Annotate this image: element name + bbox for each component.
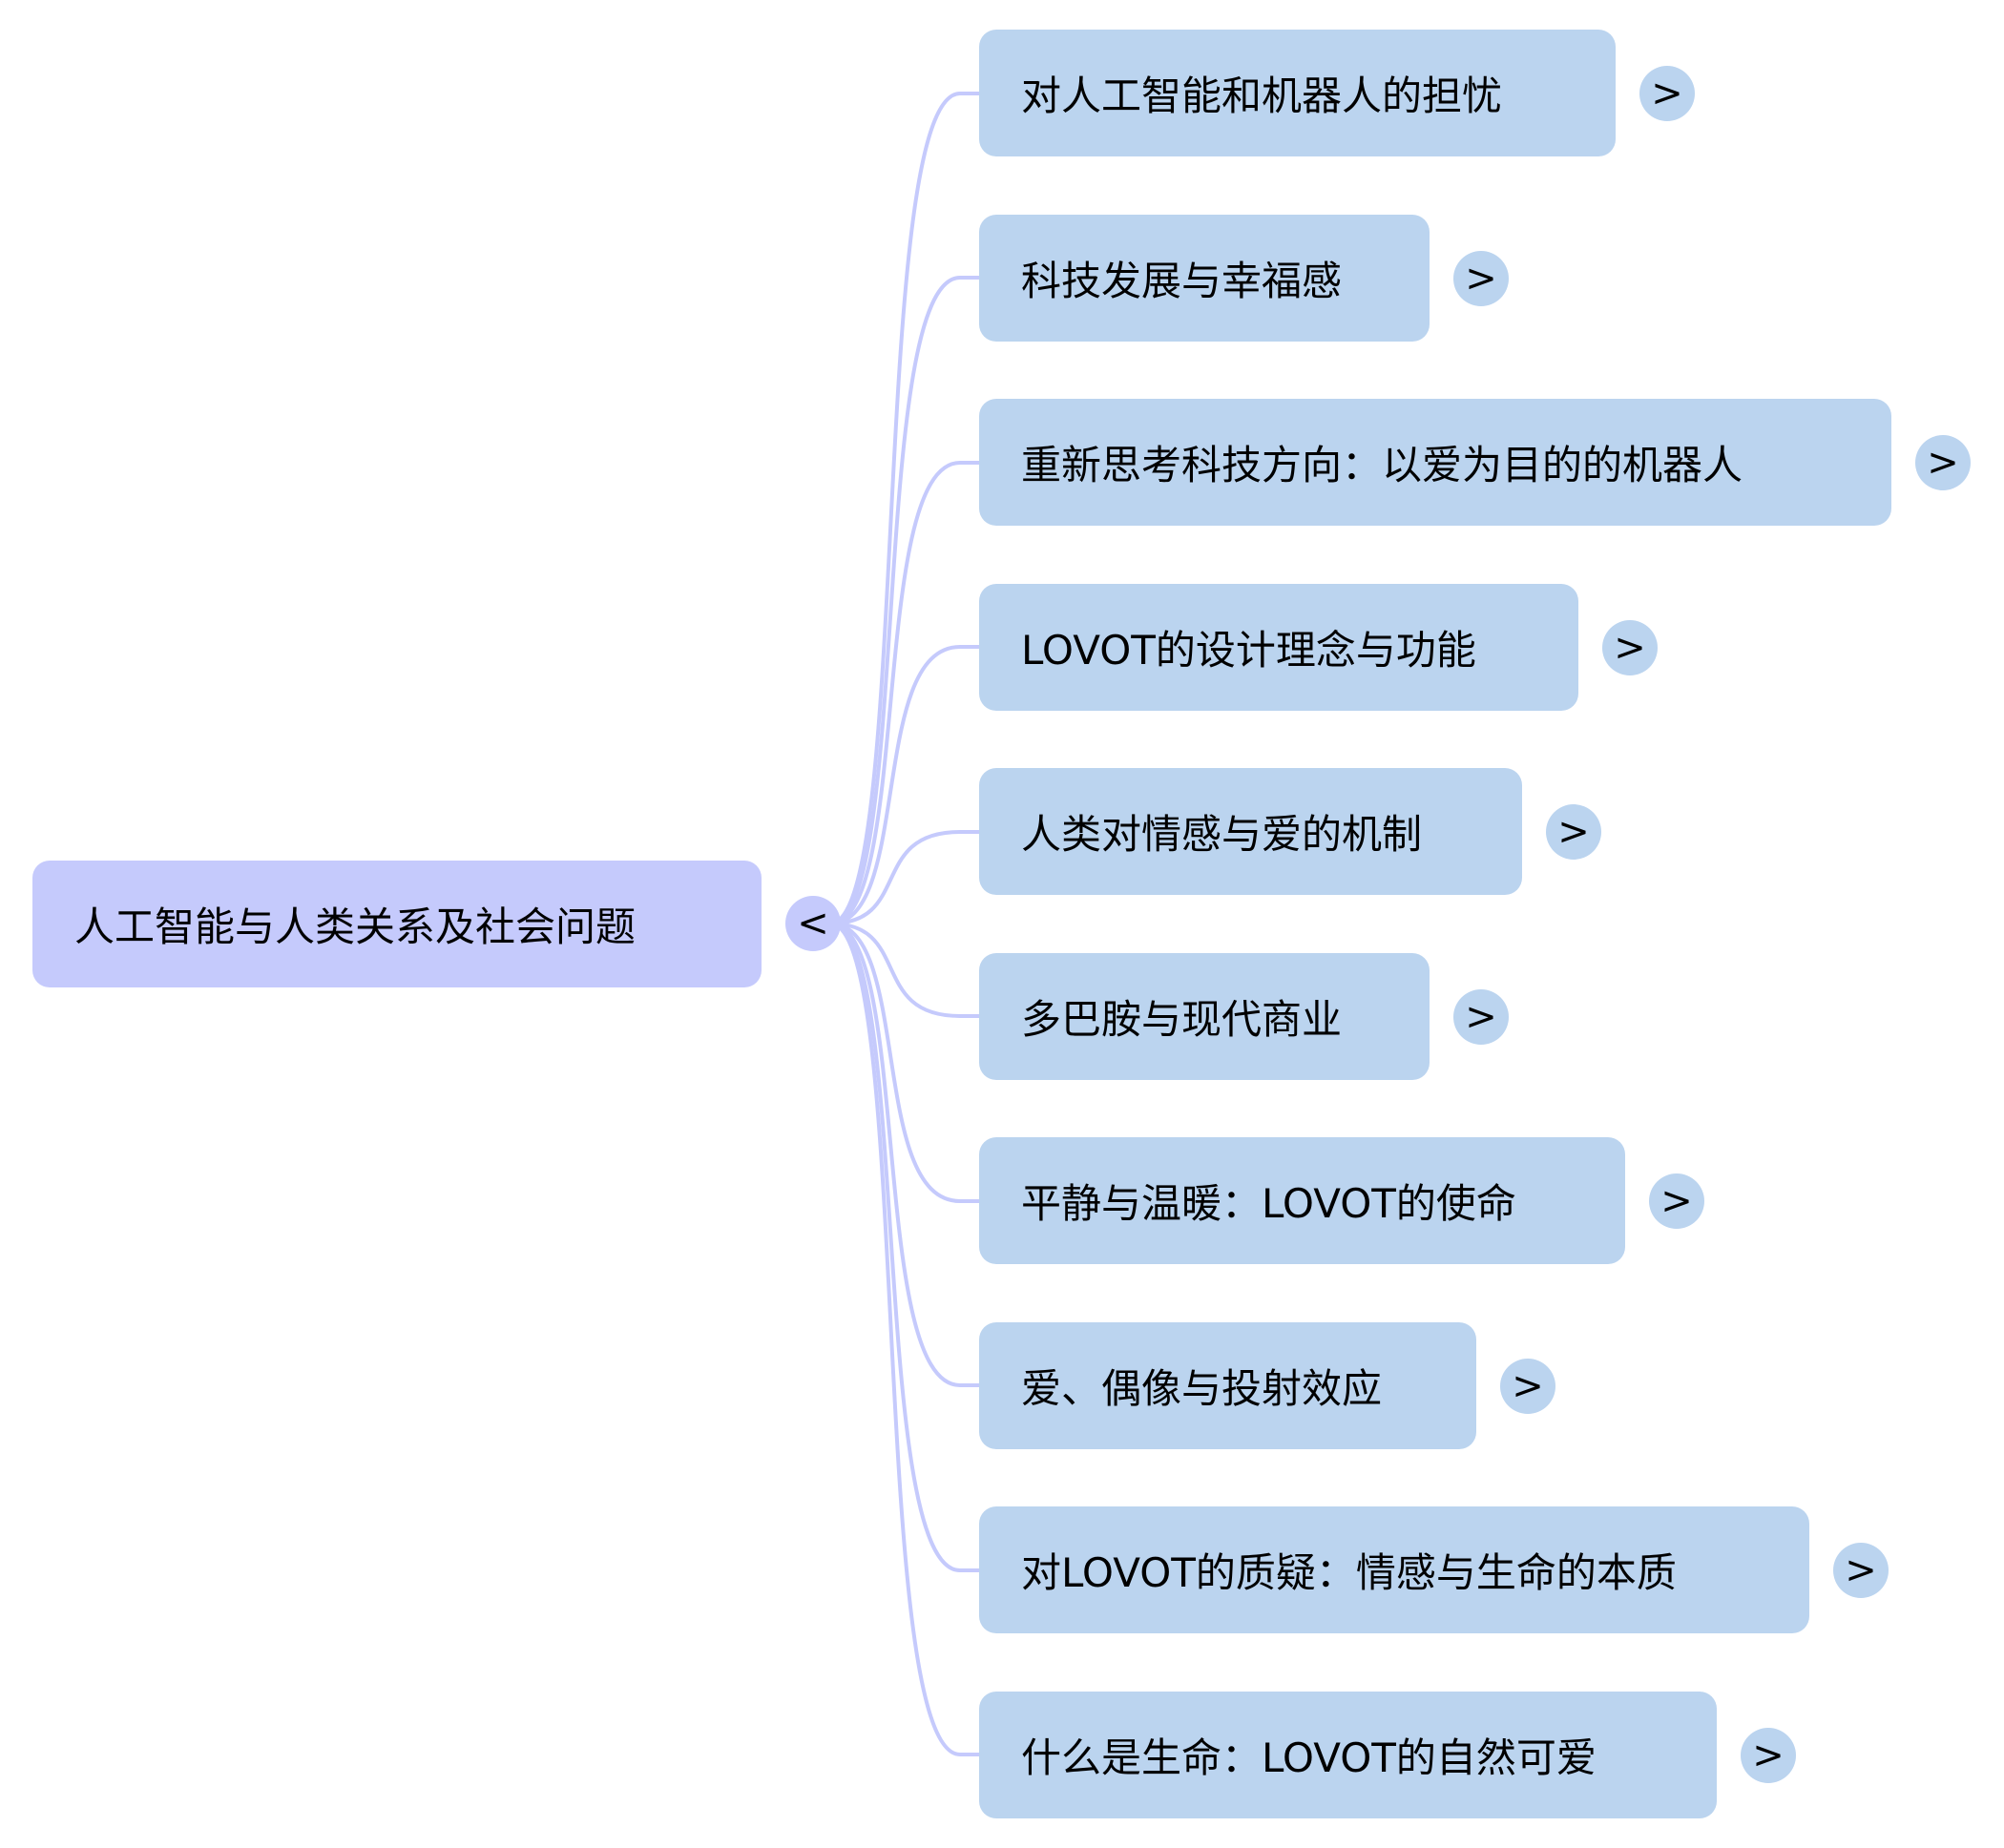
chevron-right-icon: > [1651,71,1683,115]
connector-edge [829,92,979,925]
connector-edge [829,922,979,1572]
chevron-right-icon: > [1557,809,1590,854]
child-node-label: 什么是生命：LOVOT的自然可爱 [1021,1734,1597,1781]
chevron-right-icon: > [1614,625,1646,670]
chevron-right-icon: > [1512,1363,1544,1408]
collapse-toggle-button[interactable]: < [785,896,841,951]
chevron-left-icon: < [797,902,829,945]
child-node-label: 平静与温暖：LOVOT的使命 [1021,1180,1516,1227]
child-node-label: 人类对情感与爱的机制 [1021,811,1423,858]
chevron-right-icon: > [1927,440,1959,485]
child-node[interactable]: 科技发展与幸福感 [979,215,1430,342]
connector-edge [829,645,979,925]
connector-edge [829,922,979,1387]
chevron-right-icon: > [1845,1547,1877,1592]
connector-edge [829,922,979,1203]
expand-toggle-button[interactable]: > [1453,988,1509,1045]
child-node[interactable]: 对人工智能和机器人的担忧 [979,30,1616,156]
chevron-right-icon: > [1465,256,1497,301]
root-node-label: 人工智能与人类关系及社会问题 [74,903,637,950]
expand-toggle-button[interactable]: > [1639,65,1695,121]
expand-toggle-button[interactable]: > [1602,619,1658,675]
child-node-label: 对LOVOT的质疑：情感与生命的本质 [1021,1549,1677,1596]
child-node[interactable]: 爱、偶像与投射效应 [979,1322,1476,1449]
expand-toggle-button[interactable]: > [1915,434,1971,490]
chevron-right-icon: > [1752,1733,1785,1777]
expand-toggle-button[interactable]: > [1833,1542,1889,1598]
child-node[interactable]: 对LOVOT的质疑：情感与生命的本质 [979,1506,1809,1633]
child-node-label: 重新思考科技方向：以爱为目的的机器人 [1021,442,1743,488]
child-node-label: 科技发展与幸福感 [1021,258,1343,304]
expand-toggle-button[interactable]: > [1453,250,1509,306]
connector-edge [829,922,979,1018]
connector-edge [829,461,979,925]
child-node-label: 对人工智能和机器人的担忧 [1021,73,1503,119]
child-node-label: LOVOT的设计理念与功能 [1021,627,1476,674]
child-node[interactable]: 人类对情感与爱的机制 [979,768,1522,895]
expand-toggle-button[interactable]: > [1546,803,1601,860]
chevron-right-icon: > [1660,1178,1693,1223]
child-node[interactable]: 多巴胺与现代商业 [979,953,1430,1080]
chevron-right-icon: > [1465,994,1497,1039]
root-node[interactable]: 人工智能与人类关系及社会问题 [32,861,762,987]
expand-toggle-button[interactable]: > [1500,1358,1555,1414]
child-node-label: 多巴胺与现代商业 [1021,996,1343,1043]
child-node[interactable]: 平静与温暖：LOVOT的使命 [979,1137,1625,1264]
child-node[interactable]: LOVOT的设计理念与功能 [979,584,1578,711]
child-node[interactable]: 重新思考科技方向：以爱为目的的机器人 [979,399,1891,526]
child-node-label: 爱、偶像与投射效应 [1021,1365,1383,1412]
connector-edge [829,276,979,925]
child-node[interactable]: 什么是生命：LOVOT的自然可爱 [979,1692,1717,1818]
connector-edge [829,922,979,1756]
connector-edge [829,830,979,925]
expand-toggle-button[interactable]: > [1649,1173,1704,1229]
expand-toggle-button[interactable]: > [1741,1727,1796,1783]
